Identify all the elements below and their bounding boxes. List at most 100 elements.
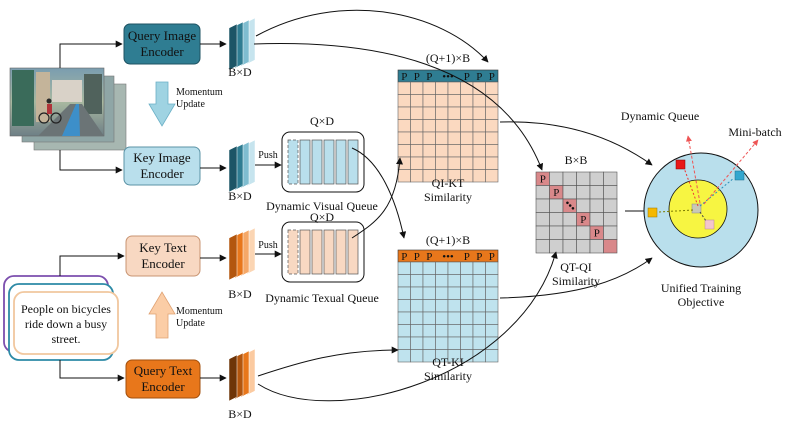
matrix-cell	[460, 274, 474, 288]
matrix-cell	[485, 274, 499, 288]
matrix-cell	[472, 169, 486, 183]
text-to-query-encoder-arrow	[59, 360, 125, 382]
matrix-cell	[472, 286, 486, 300]
matrix-cell	[447, 131, 461, 145]
matrix-cell	[472, 131, 486, 145]
positive-label: P	[426, 251, 432, 263]
textual-queue-to-qikt-curve	[351, 157, 404, 239]
feature-slab	[228, 354, 238, 402]
queue-slot	[347, 229, 359, 275]
queue-slot	[311, 229, 323, 275]
positive-label: P	[476, 251, 482, 263]
matrix-cell	[472, 156, 486, 170]
matrix-cell	[410, 349, 424, 363]
matrix-cell	[485, 106, 499, 120]
matrix-cell	[410, 131, 424, 145]
matrix-cell	[447, 324, 461, 338]
matrix-cell	[472, 144, 486, 158]
matrix-cell	[472, 274, 486, 288]
bxd-label-kt: B×D	[228, 287, 252, 301]
matrix-cell	[472, 119, 486, 133]
center-sample	[691, 203, 702, 214]
matrix-cell	[422, 119, 436, 133]
matrix-cell	[435, 324, 449, 338]
input-image-stack	[9, 67, 127, 151]
queue-sample-blue	[734, 170, 745, 181]
visual-queue-to-qtki-curve	[351, 147, 407, 239]
input-connectors	[59, 40, 125, 382]
queue-slot	[299, 139, 311, 185]
bxd-label-qt: B×D	[228, 407, 252, 421]
matrix-cell	[410, 94, 424, 108]
matrix-cell	[435, 106, 449, 120]
matrix-cell	[397, 311, 411, 325]
matrix-cell	[435, 81, 449, 95]
batch-sample-yellow	[647, 207, 658, 218]
batch-sample-pink	[704, 219, 715, 230]
matrix-cell	[576, 185, 591, 200]
matrix-cell	[422, 144, 436, 158]
caption-card	[13, 291, 119, 355]
queue-slot	[323, 139, 335, 185]
matrix-cell	[422, 311, 436, 325]
queue-slot	[335, 229, 347, 275]
positive-label: P	[414, 71, 420, 83]
matrix-cell	[485, 156, 499, 170]
matrix-cell	[535, 212, 550, 227]
matrix-cell	[447, 311, 461, 325]
dynamic-visual-queue-label: Dynamic Visual Queue	[266, 199, 378, 213]
matrix-cell	[589, 212, 604, 227]
matrix-cell	[410, 324, 424, 338]
street-photo	[9, 67, 105, 137]
matrix-cell	[562, 225, 577, 240]
matrix-cell	[576, 239, 591, 254]
matrix-cell	[410, 144, 424, 158]
matrix-cell	[410, 81, 424, 95]
matrix-cell	[549, 212, 564, 227]
positive-label: P	[489, 251, 495, 263]
positive-label: P	[476, 71, 482, 83]
matrix-cell	[435, 261, 449, 275]
positive-label: P	[489, 71, 495, 83]
matrix-cell	[397, 106, 411, 120]
matrix-cell	[422, 274, 436, 288]
qxd-label-textual: Q×D	[310, 210, 334, 224]
matrix-cell	[549, 171, 564, 186]
matrix-cell	[562, 171, 577, 186]
matrix-cell	[447, 286, 461, 300]
matrix-cell	[422, 81, 436, 95]
matrix-cell	[460, 286, 474, 300]
up-arrow-icon	[148, 291, 176, 339]
matrix-cell	[435, 156, 449, 170]
feature-slab	[228, 233, 238, 281]
matrix-cell	[472, 311, 486, 325]
matrix-cell	[435, 299, 449, 313]
matrix-cell	[460, 261, 474, 275]
qi-to-qikt-curve	[255, 9, 489, 63]
matrix-cell	[447, 299, 461, 313]
matrix-cell	[422, 299, 436, 313]
matrix-cell	[397, 336, 411, 350]
matrix-cell	[422, 324, 436, 338]
bxb-label: B×B	[565, 153, 588, 167]
qt-to-qtki-curve	[257, 346, 399, 377]
matrix-cell	[435, 119, 449, 133]
matrix-cell	[576, 198, 591, 213]
key-image-features	[228, 139, 256, 193]
matrix-cell	[460, 94, 474, 108]
positive-label: P	[426, 71, 432, 83]
qt-to-qtqi-curve	[257, 251, 558, 402]
pull-line-blue	[699, 177, 735, 207]
matrix-cell	[397, 286, 411, 300]
matrix-cell	[535, 198, 550, 213]
